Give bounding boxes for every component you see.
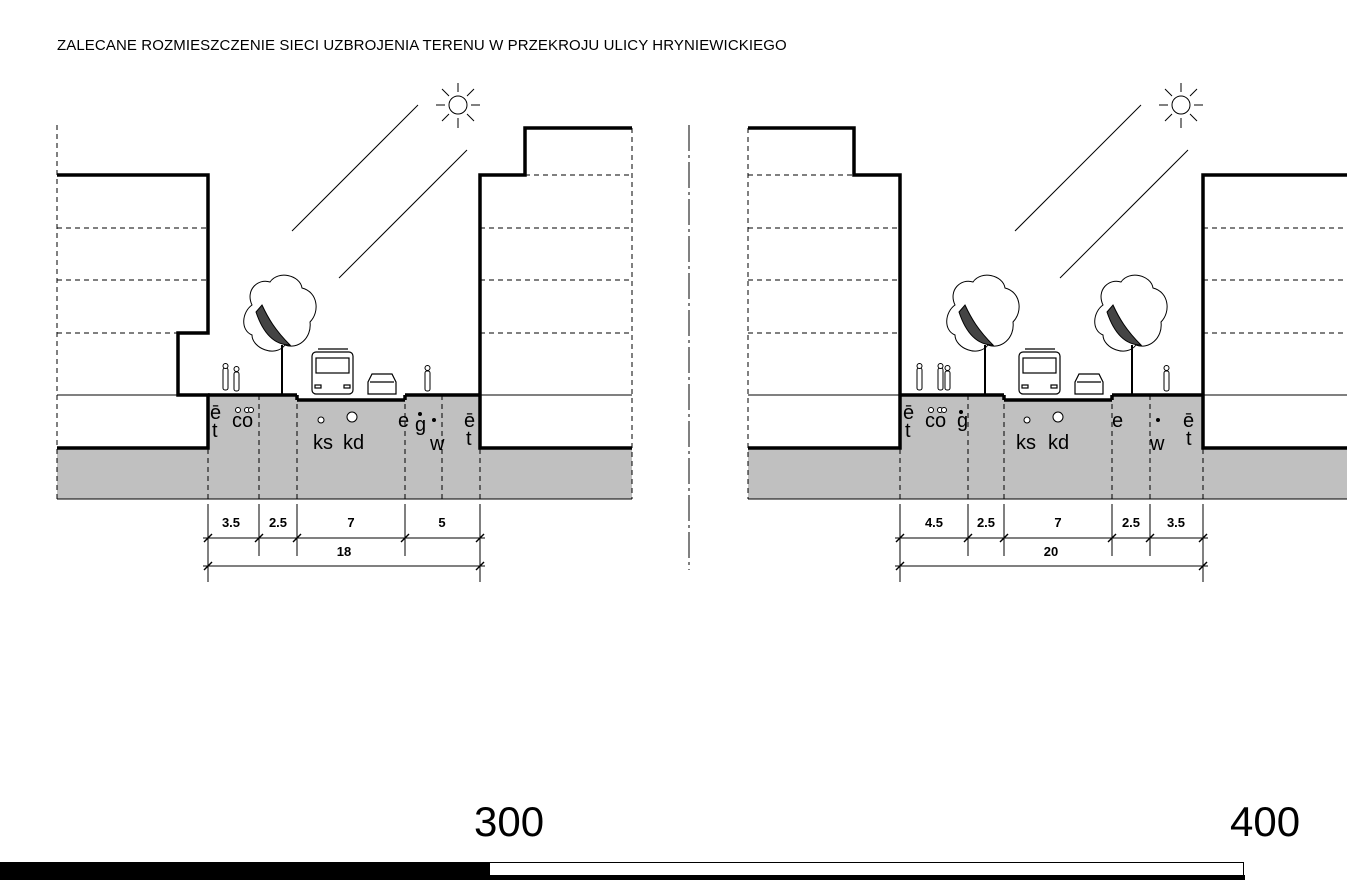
dim-left-4: 5 <box>438 515 445 530</box>
label-kd-r: kd <box>1048 432 1069 454</box>
label-e-right-r: ē <box>1183 410 1194 432</box>
sun-rays-left <box>291 104 468 279</box>
buildings-left <box>57 126 632 450</box>
label-t-right: t <box>466 428 472 450</box>
label-g-r: g <box>957 410 968 432</box>
dim-left-2: 2.5 <box>269 515 287 530</box>
dim-left-1: 3.5 <box>222 515 240 530</box>
bus-icon-left <box>311 348 354 395</box>
label-g: g <box>415 414 426 436</box>
pedestrians-icon-left <box>222 363 431 392</box>
label-t-left: t <box>212 420 218 442</box>
dim-left-total: 18 <box>337 544 351 559</box>
ground-fill-right <box>748 395 1347 499</box>
tree-icon-right-1 <box>946 274 1020 395</box>
sun-rays-right <box>1014 104 1189 279</box>
label-e-mid-r: e <box>1112 410 1123 432</box>
car-icon-right <box>1074 373 1104 395</box>
label-w: w <box>429 433 445 455</box>
dim-right-2: 2.5 <box>977 515 995 530</box>
label-e-left: ē <box>210 402 221 424</box>
label-co: co <box>232 410 253 432</box>
dim-left-3: 7 <box>347 515 354 530</box>
dashed-lines-left <box>56 125 633 499</box>
scale-bar-baseline <box>490 875 1245 880</box>
label-t-left-r: t <box>905 420 911 442</box>
dim-right-1: 4.5 <box>925 515 943 530</box>
ground-fill-left <box>57 395 632 499</box>
sun-icon-left <box>436 83 480 128</box>
dim-right-5: 3.5 <box>1167 515 1185 530</box>
sun-icon-right <box>1159 83 1203 128</box>
dim-right-3: 7 <box>1054 515 1061 530</box>
label-e-left-r: ē <box>903 402 914 424</box>
label-w-r: w <box>1149 433 1165 455</box>
dim-right-total: 20 <box>1044 544 1058 559</box>
dashed-lines-right <box>747 128 1347 499</box>
label-co-r: co <box>925 410 946 432</box>
tree-icon-right-2 <box>1094 274 1168 395</box>
dimension-lines-left <box>203 504 485 582</box>
left-section: ē t co ks kd e g w ē t <box>56 83 633 582</box>
scale-bar-black <box>0 862 490 880</box>
pedestrians-icon-right <box>916 363 1170 392</box>
buildings-right <box>748 126 1347 450</box>
pipes-left <box>235 407 436 424</box>
diagram-title: ZALECANE ROZMIESZCZENIE SIECI UZBROJENIA… <box>57 37 787 54</box>
right-section: ē t co g ks kd e w ē t <box>747 83 1347 582</box>
car-icon-left <box>367 373 397 395</box>
dim-right-4: 2.5 <box>1122 515 1140 530</box>
pipes-right <box>928 407 1160 424</box>
utility-labels-right: ē t co g ks kd e w ē t <box>903 402 1194 455</box>
scale-label-300: 300 <box>474 798 545 845</box>
utility-labels-left: ē t co ks kd e g w ē t <box>210 402 475 455</box>
scale-bar-white <box>490 862 1244 879</box>
dimension-labels-left: 3.5 2.5 7 5 18 <box>222 515 446 559</box>
dimension-lines-right <box>895 504 1208 582</box>
bus-icon-right <box>1018 348 1061 395</box>
label-ks-r: ks <box>1016 432 1036 454</box>
scale-label-400: 400 <box>1230 798 1301 845</box>
label-kd: kd <box>343 432 364 454</box>
dimension-labels-right: 4.5 2.5 7 2.5 3.5 20 <box>925 515 1185 559</box>
tree-icon-left <box>243 274 317 395</box>
label-t-right-r: t <box>1186 428 1192 450</box>
label-e-right: ē <box>464 410 475 432</box>
label-ks: ks <box>313 432 333 454</box>
label-e-mid: e <box>398 410 409 432</box>
